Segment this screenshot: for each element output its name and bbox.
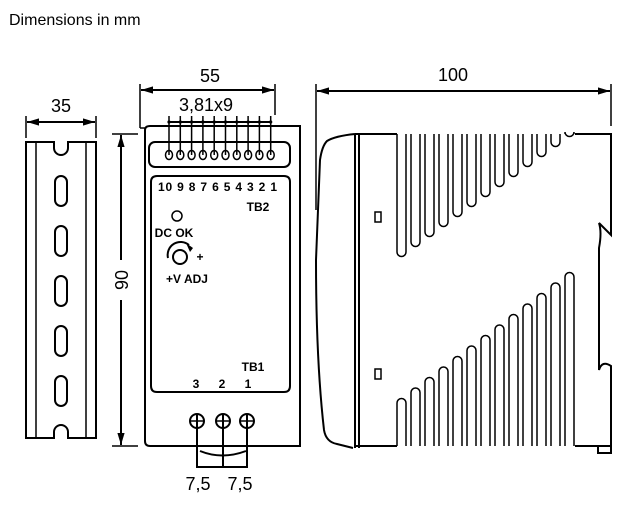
side-profile-view: 100 — [314, 65, 612, 454]
vent-fin — [396, 134, 407, 258]
vent-fin — [550, 134, 561, 148]
side-slot — [374, 368, 382, 380]
bottom-pitch-label-right: 7,5 — [227, 474, 252, 494]
rail-slot — [54, 325, 68, 357]
rail-slot — [54, 275, 68, 307]
top-vent-fins — [396, 131, 575, 258]
tb2-terminal-icon — [198, 149, 208, 161]
front-housing — [144, 125, 301, 447]
pitch-tick — [223, 120, 228, 124]
tb2-terminal-icon — [232, 149, 242, 161]
front-cover-curve — [314, 133, 356, 449]
tb1-pin-number: 3 — [193, 377, 200, 391]
tb1-pin-number: 2 — [219, 377, 226, 391]
rail-width-label: 35 — [51, 96, 71, 116]
rail-clip-foot — [597, 445, 612, 454]
tb2-label: TB2 — [247, 200, 270, 214]
tb1-screw-terminals — [189, 413, 255, 468]
rail-slot — [54, 225, 68, 257]
pitch-tick — [257, 120, 261, 124]
height-dimension: 90 — [112, 133, 138, 447]
voltage-adjust-label: +V ADJ — [166, 272, 208, 286]
tb2-terminal-icon — [164, 149, 174, 161]
vent-fin — [550, 282, 561, 446]
vent-fin — [494, 134, 505, 188]
pitch-tick — [178, 120, 182, 124]
vent-fin — [466, 134, 477, 208]
bottom-clip — [199, 450, 247, 457]
voltage-adjust-potentiometer[interactable] — [166, 240, 193, 265]
rail-slot — [54, 175, 68, 207]
terminal-pitch-label: 3,81x9 — [179, 95, 233, 115]
tb2-terminal-block — [148, 141, 291, 168]
vent-fin — [396, 397, 407, 446]
pitch-tick — [235, 120, 239, 124]
vent-fin — [438, 134, 449, 228]
vent-fin — [410, 134, 421, 248]
vent-fin — [424, 134, 435, 238]
vent-fin — [508, 313, 519, 446]
din-rail-outline — [25, 141, 97, 439]
vent-fin — [480, 334, 491, 446]
vent-fin — [452, 355, 463, 446]
front-inner-panel — [150, 175, 291, 393]
vent-fin — [564, 131, 575, 138]
vent-fin — [438, 366, 449, 446]
rotate-arrowhead-icon — [186, 243, 193, 252]
din-rail-view: 35 — [25, 96, 97, 439]
vent-fin — [536, 292, 547, 446]
tb2-terminal-icon — [221, 149, 230, 161]
potentiometer-knob-icon[interactable] — [172, 249, 188, 265]
tb2-terminal-icon — [176, 149, 185, 161]
vent-fin — [508, 134, 519, 178]
vent-fin — [536, 134, 547, 158]
vent-fin — [466, 345, 477, 446]
pitch-tick — [246, 120, 250, 124]
dc-ok-led-icon — [171, 210, 183, 222]
rail-slot — [54, 375, 68, 407]
bottom-vent-fins — [396, 271, 575, 446]
vent-fin — [480, 134, 491, 198]
pitch-tick — [190, 120, 194, 124]
vent-fin — [410, 387, 421, 446]
rotate-arrow-icon — [166, 240, 190, 259]
pitch-tick — [167, 120, 171, 124]
depth-label: 100 — [438, 65, 468, 85]
vent-fin — [494, 324, 505, 446]
vent-fin — [452, 134, 463, 218]
pitch-tick — [201, 120, 205, 124]
vent-fin — [522, 134, 533, 168]
side-body-outline — [355, 133, 612, 447]
adjust-plus-sign: + — [196, 250, 203, 264]
tb2-terminal-icon — [266, 149, 275, 161]
tb2-terminal-icon — [209, 149, 219, 161]
vent-fin — [424, 376, 435, 446]
front-view: 55 3,81x9 10 9 8 7 6 5 4 3 2 1 TB2 DC OK… — [139, 66, 301, 494]
pitch-tick — [212, 120, 216, 124]
vent-fin — [564, 271, 575, 446]
diagram-title: Dimensions in mm — [9, 12, 141, 29]
bottom-pitch-label-left: 7,5 — [185, 474, 210, 494]
tb2-terminal-pins — [164, 116, 275, 161]
side-slot — [374, 211, 382, 223]
tb1-label: TB1 — [242, 360, 265, 374]
tb2-terminal-icon — [255, 149, 264, 161]
tb2-pin-numbers: 10 9 8 7 6 5 4 3 2 1 — [158, 180, 277, 194]
front-width-label: 55 — [200, 66, 220, 86]
pitch-tick — [269, 120, 273, 124]
tb2-terminal-icon — [187, 149, 196, 161]
tb2-terminal-icon — [243, 149, 253, 161]
vent-fin — [522, 303, 533, 446]
dc-ok-label: DC OK — [155, 226, 194, 240]
tb1-pin-number: 1 — [245, 377, 252, 391]
height-label: 90 — [112, 270, 132, 290]
